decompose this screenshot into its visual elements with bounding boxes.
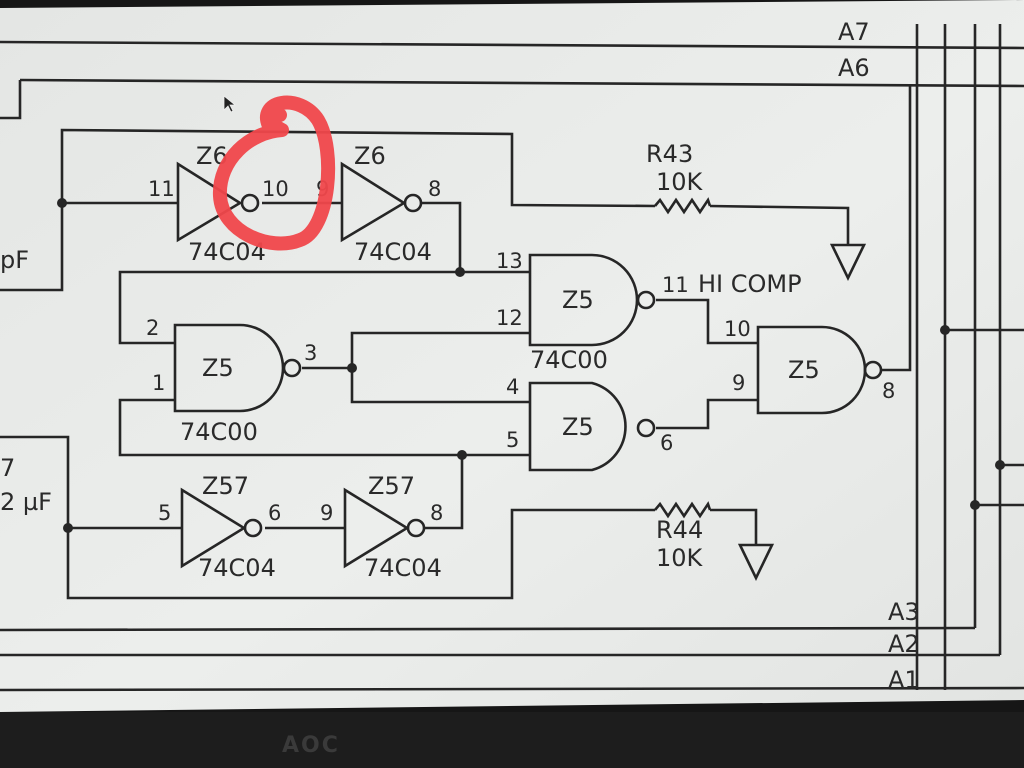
schematic-labels: pF 7 2 µF Z6 11 10 74C04 Z6 9 8 74C04 R4… [0, 140, 895, 582]
z5-left-pin-b: 1 [152, 371, 165, 395]
z5-left-part: 74C00 [180, 418, 258, 446]
z5-lower-pin-out: 6 [660, 431, 673, 455]
z5-left-pin-a: 2 [146, 316, 159, 340]
z5-lower-pin-b: 5 [506, 428, 519, 452]
cap-fragment-top: pF [0, 246, 29, 274]
z57-right-pin-in: 9 [320, 501, 333, 525]
r44-value: 10K [656, 544, 704, 572]
z5-left-ref: Z5 [202, 354, 234, 382]
mouse-cursor-icon [223, 95, 237, 113]
bus-label-a6: A6 [838, 54, 870, 82]
z57-left-pin-out: 6 [268, 501, 281, 525]
z5-right-ref: Z5 [788, 356, 820, 384]
bus-label-a1: A1 [888, 666, 920, 694]
bus-label-a3: A3 [888, 598, 920, 626]
inverter-z6-pin9 [340, 161, 423, 243]
z5-upper-pin-a: 13 [496, 249, 523, 273]
z57-left-ref: Z57 [202, 472, 249, 500]
z5-left-pin-out: 3 [304, 341, 317, 365]
z5-upper-part: 74C00 [530, 346, 608, 374]
z5-upper-pin-b: 12 [496, 306, 523, 330]
z57-left-pin-in: 5 [158, 501, 171, 525]
address-bus [0, 24, 1024, 692]
red-circle-annotation [212, 95, 336, 251]
z6-right-part: 74C04 [354, 238, 432, 266]
z5-upper-net: HI COMP [698, 270, 802, 298]
z5-right-pin-out: 8 [882, 379, 895, 403]
z5-right-pin-b: 9 [732, 371, 745, 395]
nand-gate-z5-left [173, 323, 302, 413]
nand-gate-z5-right [756, 325, 883, 415]
z5-upper-ref: Z5 [562, 286, 594, 314]
z57-left-part: 74C04 [198, 554, 276, 582]
nand-gate-z5-upper [528, 253, 656, 347]
cap-fragment-bottom: 2 µF [0, 488, 52, 516]
inverter-z57-pin9 [343, 487, 426, 569]
screen [0, 0, 1024, 712]
nand-gate-z5-lower [528, 381, 656, 472]
resistor-r43 [654, 197, 712, 215]
z6-right-ref: Z6 [354, 142, 386, 170]
inverter-z57-pin5 [180, 487, 263, 569]
z57-right-pin-out: 8 [430, 501, 443, 525]
junction-dots [57, 198, 1005, 533]
z5-right-pin-a: 10 [724, 317, 751, 341]
bus-label-a7: A7 [838, 18, 870, 46]
z57-right-part: 74C04 [364, 554, 442, 582]
ground-symbol-bottom [737, 543, 775, 581]
r43-ref: R43 [646, 140, 693, 168]
z6-left-pin-in: 11 [148, 177, 175, 201]
monitor-brand-logo: AOC [282, 733, 340, 758]
bezel-bottom [0, 712, 1024, 768]
z6-left-pin-out: 10 [262, 177, 289, 201]
resistor-r44 [654, 501, 712, 519]
r43-value: 10K [656, 168, 704, 196]
bus-label-a2: A2 [888, 630, 920, 658]
inverter-z6-pin11 [176, 161, 260, 243]
z6-right-pin-out: 8 [428, 177, 441, 201]
r44-ref: R44 [656, 516, 703, 544]
z5-upper-pin-out: 11 [662, 273, 689, 297]
ground-symbol-top [829, 243, 867, 281]
cap-fragment-num: 7 [0, 454, 15, 482]
z5-lower-ref: Z5 [562, 413, 594, 441]
z57-right-ref: Z57 [368, 472, 415, 500]
z5-lower-pin-a: 4 [506, 375, 519, 399]
